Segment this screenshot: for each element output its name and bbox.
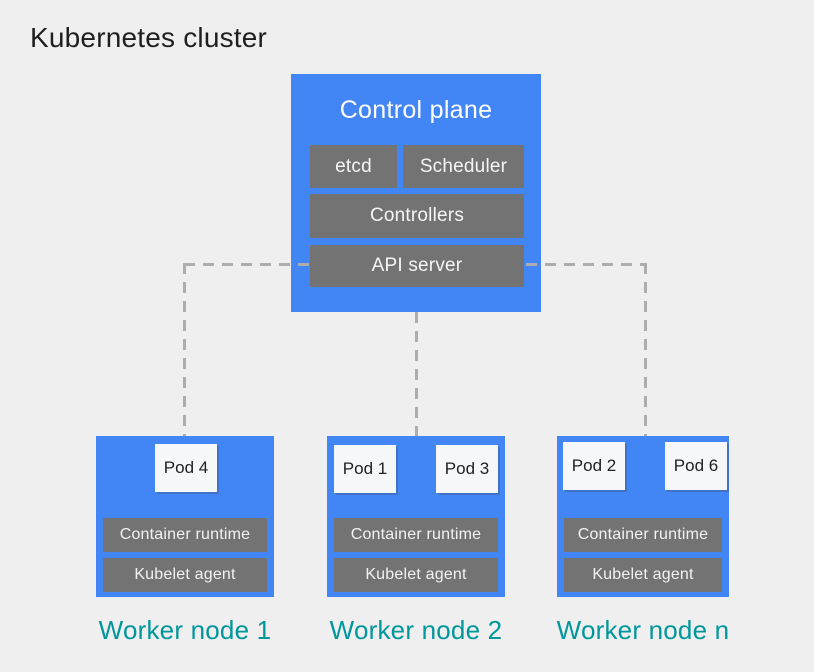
pod-box: Pod 4 bbox=[155, 444, 217, 492]
connector-left-line bbox=[183, 263, 186, 436]
component-container-runtime: Container runtime bbox=[564, 518, 722, 552]
component-kubelet-agent: Kubelet agent bbox=[334, 558, 498, 592]
component-controllers: Controllers bbox=[310, 194, 524, 238]
worker-node-1-box: Pod 4 Container runtime Kubelet agent bbox=[96, 436, 274, 597]
pod-box: Pod 3 bbox=[436, 445, 498, 493]
worker-node-2-box: Pod 1 Pod 3 Container runtime Kubelet ag… bbox=[327, 436, 505, 597]
component-kubelet-agent: Kubelet agent bbox=[564, 558, 722, 592]
component-api-server: API server bbox=[310, 245, 524, 287]
connector-center-line bbox=[415, 312, 418, 436]
control-plane-box: Control plane etcd Scheduler Controllers… bbox=[291, 74, 541, 312]
pod-box: Pod 6 bbox=[665, 442, 727, 490]
component-scheduler: Scheduler bbox=[403, 145, 524, 188]
component-etcd: etcd bbox=[310, 145, 397, 188]
component-container-runtime: Container runtime bbox=[334, 518, 498, 552]
pod-box: Pod 1 bbox=[334, 445, 396, 493]
diagram-title: Kubernetes cluster bbox=[30, 22, 268, 53]
worker-node-2-label: Worker node 2 bbox=[329, 615, 503, 645]
component-kubelet-agent: Kubelet agent bbox=[103, 558, 267, 592]
pod-box: Pod 2 bbox=[563, 442, 625, 490]
worker-node-1-label: Worker node 1 bbox=[98, 615, 272, 645]
worker-node-n-label: Worker node n bbox=[556, 615, 730, 645]
worker-node-n-box: Pod 2 Pod 6 Container runtime Kubelet ag… bbox=[557, 436, 729, 597]
connector-right-line bbox=[644, 263, 647, 436]
control-plane-title: Control plane bbox=[339, 96, 493, 124]
component-container-runtime: Container runtime bbox=[103, 518, 267, 552]
